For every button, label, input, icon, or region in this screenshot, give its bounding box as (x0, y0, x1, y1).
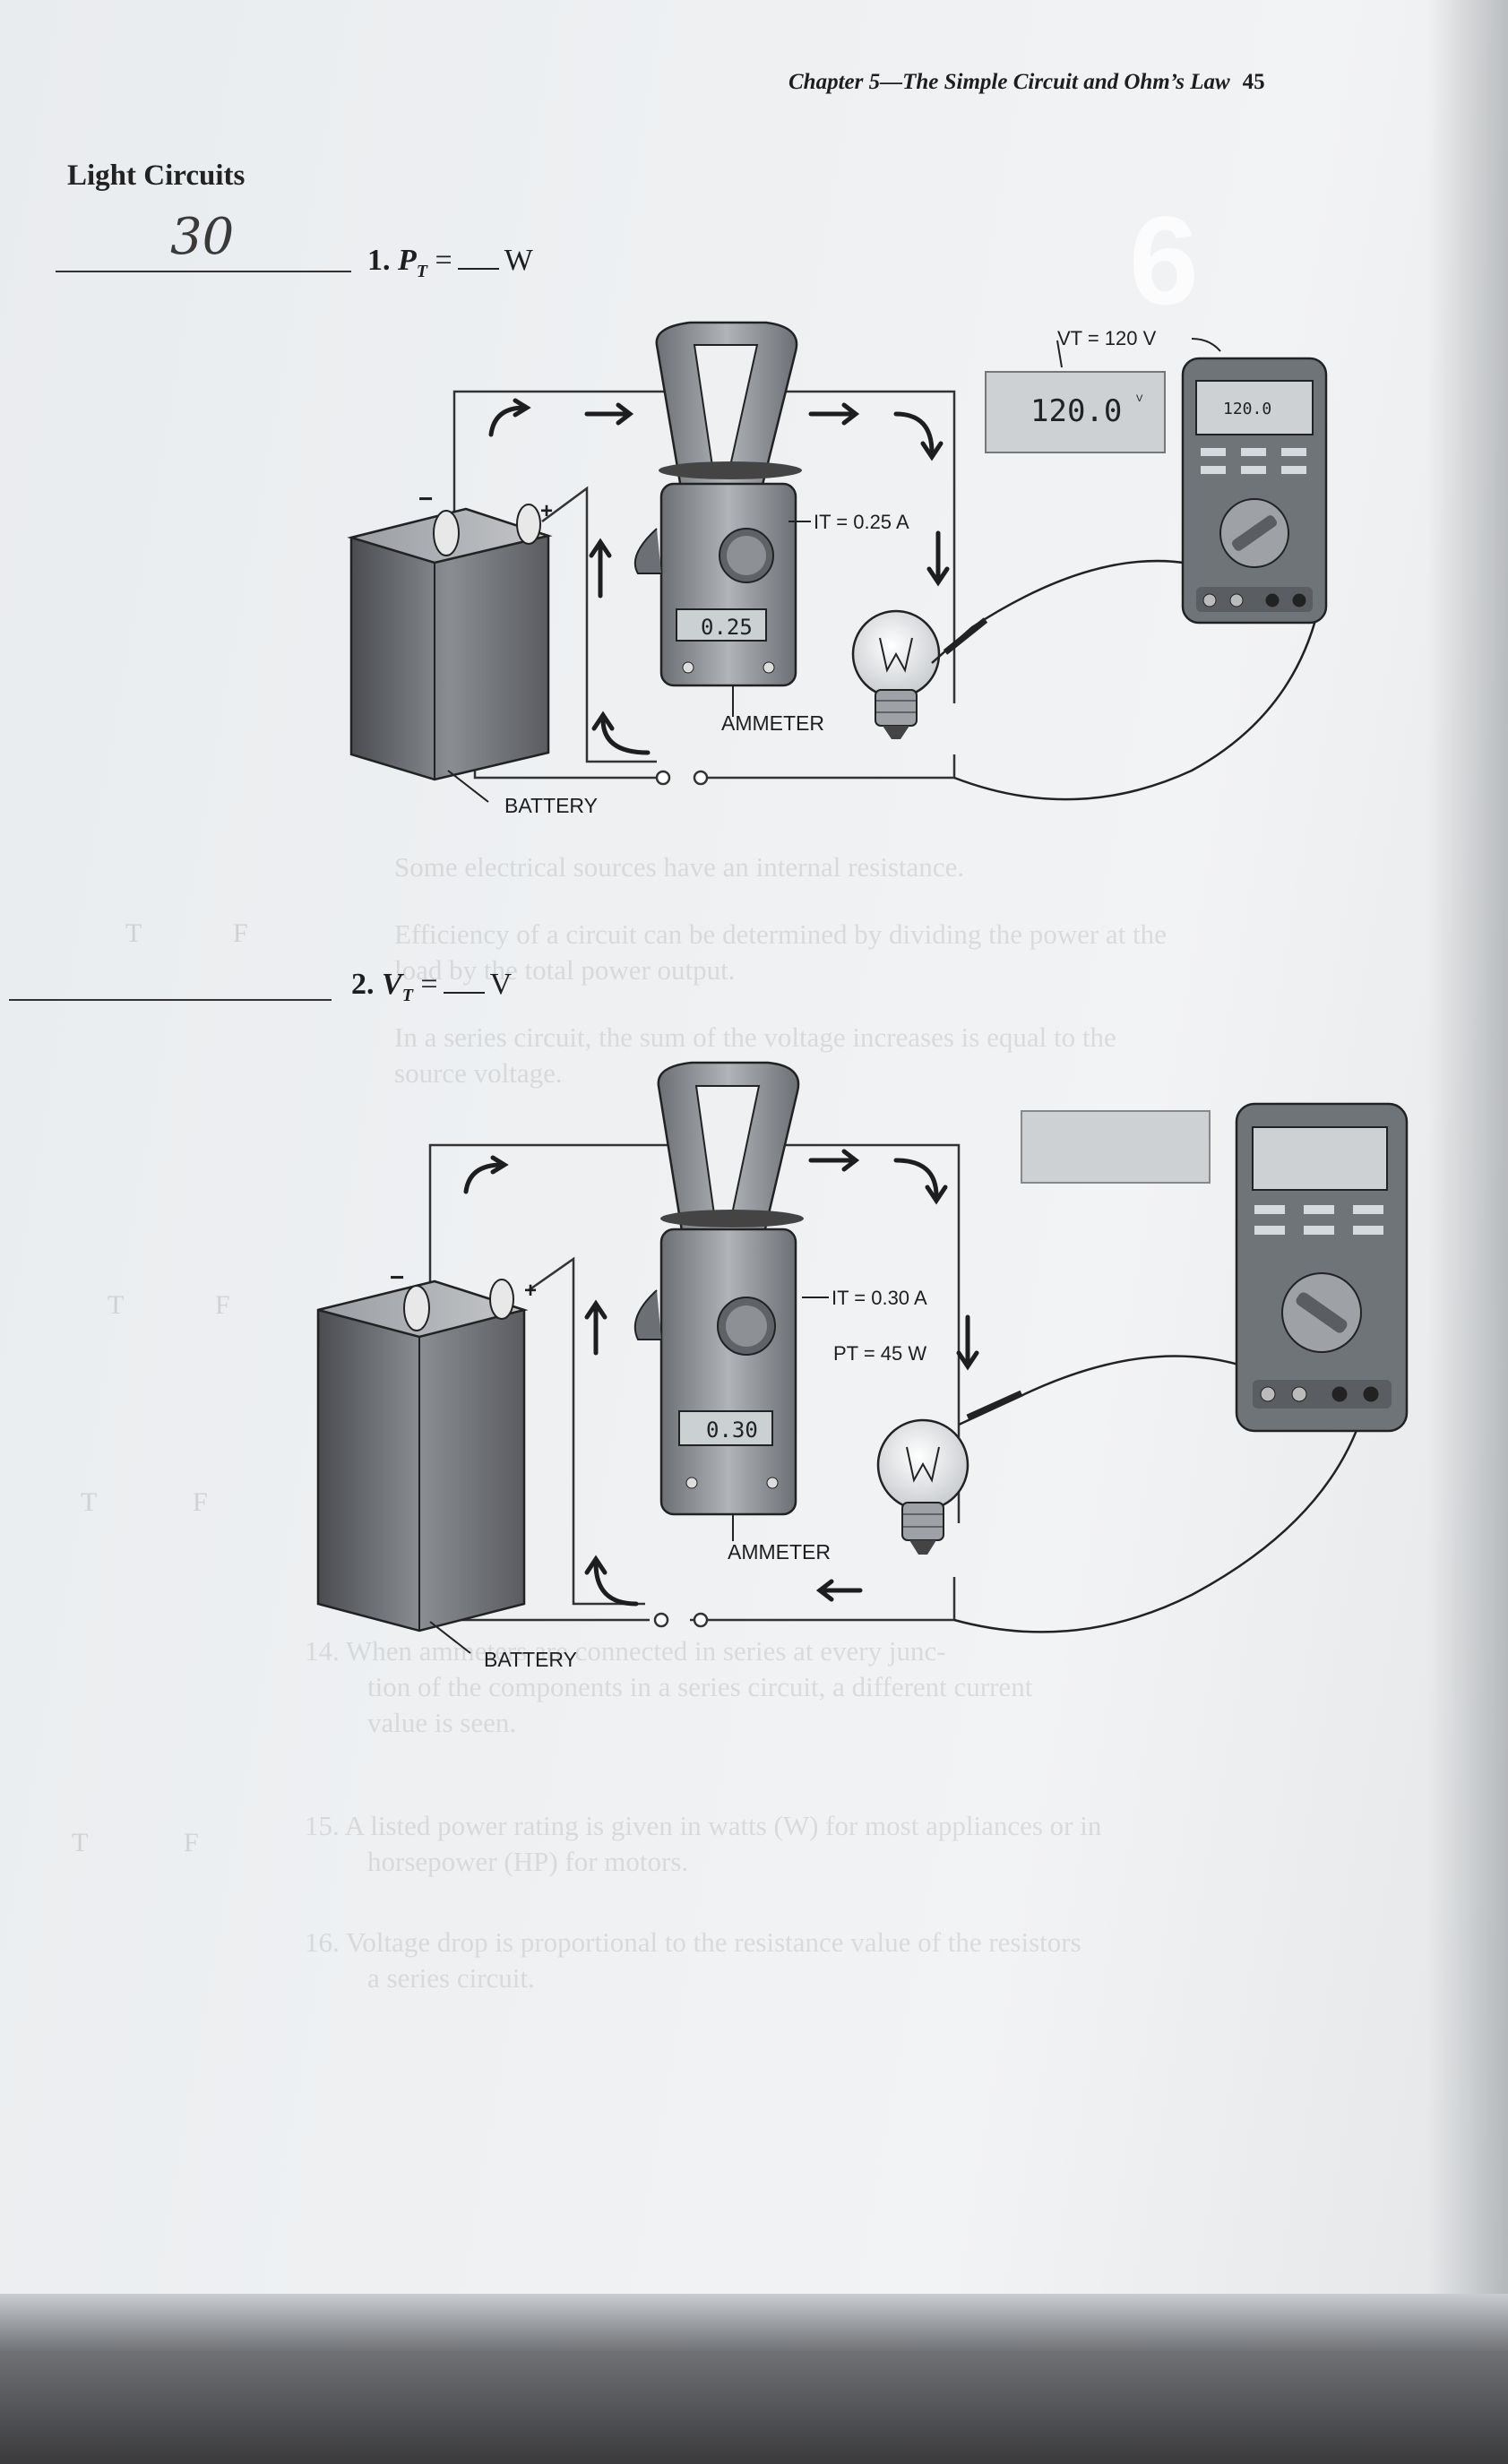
ammeter-display (678, 1410, 773, 1446)
circuit-diagram-1: − + BATTERY 0.25 IT = 0.25 A AMMETER (347, 321, 1328, 817)
enlarged-display-unit: V (1136, 393, 1143, 404)
bleed-line: In a series circuit, the sum of the volt… (394, 1021, 1116, 1053)
circuit-wire (528, 1256, 645, 1606)
circuit-wire (473, 766, 659, 780)
bleed-line: 15. A listed power rating is given in wa… (305, 1810, 1102, 1841)
clamp-ammeter: 0.25 (633, 321, 802, 687)
circuit-wire (541, 486, 657, 763)
current-label-1: IT = 0.25 A (814, 511, 909, 533)
bleed-tf-mark: T (125, 918, 142, 948)
bleed-tf-mark: T (108, 1290, 125, 1320)
bleed-line: value is seen. (367, 1707, 517, 1738)
probe-lead (953, 613, 1319, 801)
bleed-tf-mark: F (215, 1290, 230, 1320)
answer-line-1[interactable] (56, 271, 351, 272)
multimeter (1235, 1102, 1409, 1433)
ammeter-reading: 0.30 (706, 1417, 758, 1443)
flow-arrow (463, 1162, 504, 1194)
flow-arrow (893, 411, 935, 455)
question-1: 1. PT =W (367, 244, 533, 281)
flow-arrow (600, 717, 651, 755)
bleed-line: tion of the components in a series circu… (367, 1671, 1033, 1702)
enlarged-display (1021, 1110, 1211, 1184)
svg-text:120.0: 120.0 (1223, 400, 1271, 418)
circuit-diagram-2: − + BATTERY 0.30 IT = 0.30 A PT = 45 W A… (316, 1061, 1409, 1671)
desk-background (0, 2294, 1508, 2464)
vt-label: VT = 120 V (1057, 327, 1157, 349)
page-number: 45 (1242, 70, 1265, 94)
svg-text:−: − (390, 1263, 404, 1291)
enlarged-display (985, 371, 1166, 453)
battery-terminal-positive (516, 504, 541, 545)
question-2: 2. VT =V (351, 968, 513, 1005)
bleed-tf-mark: T (72, 1828, 89, 1857)
battery-terminal-negative (433, 510, 460, 556)
battery: − + (347, 485, 553, 781)
svg-text:+: + (524, 1279, 537, 1303)
battery-label: BATTERY (484, 1648, 577, 1671)
ammeter-label: AMMETER (728, 1540, 831, 1564)
section-title: Light Circuits (67, 159, 246, 192)
switch-terminal (693, 770, 709, 786)
chapter-title: Chapter 5—The Simple Circuit and Ohm’s L… (788, 70, 1230, 94)
bleed-line: Some electrical sources have an internal… (394, 851, 965, 883)
ammeter-label: AMMETER (721, 711, 824, 735)
light-bulb (876, 1418, 969, 1555)
light-bulb (851, 609, 941, 739)
probe-lead (953, 1415, 1364, 1633)
switch-terminal (653, 1612, 669, 1628)
page-edge-shadow (1427, 0, 1508, 2330)
bleed-line: horsepower (HP) for motors. (367, 1846, 689, 1877)
handwritten-answer-1: 30 (170, 208, 235, 266)
switch-terminal (655, 770, 671, 786)
bleed-tf-mark: F (184, 1828, 199, 1857)
flow-arrow (893, 1158, 939, 1199)
battery-terminal-positive (489, 1279, 514, 1320)
bleed-tf-mark: F (233, 918, 248, 948)
bleed-line: source voltage. (394, 1057, 563, 1089)
battery-label: BATTERY (504, 794, 598, 817)
bleed-tf-mark: T (81, 1487, 98, 1517)
bleed-line: a series circuit. (367, 1962, 535, 1994)
switch-terminal (693, 1612, 709, 1628)
flow-arrow (593, 1561, 639, 1607)
ammeter-reading: 0.25 (701, 615, 753, 640)
svg-text:+: + (540, 499, 553, 523)
multimeter: 120.0 (1181, 357, 1328, 625)
bleed-chapter-number: 6 (1129, 190, 1199, 331)
bleed-line: 14. When ammeters are connected in serie… (305, 1635, 946, 1667)
bleed-line: load by the total power output. (394, 954, 736, 986)
bleed-line: 16. Voltage drop is proportional to the … (305, 1926, 1081, 1958)
enlarged-display-reading: 120.0 (1030, 393, 1122, 429)
battery-terminal-negative (403, 1285, 430, 1331)
page-header: Chapter 5—The Simple Circuit and Ohm’s L… (788, 70, 1265, 95)
svg-text:−: − (418, 485, 433, 513)
answer-line-2[interactable] (9, 999, 332, 1001)
flow-arrow (488, 405, 527, 437)
bleed-line: Efficiency of a circuit can be determine… (394, 918, 1167, 950)
ammeter-display (676, 608, 767, 642)
battery: − + (316, 1263, 537, 1633)
bleed-tf-mark: F (193, 1487, 208, 1517)
current-label-2: IT = 0.30 A (832, 1287, 927, 1309)
clamp-ammeter: 0.30 (633, 1061, 804, 1516)
power-label-2: PT = 45 W (833, 1342, 926, 1365)
